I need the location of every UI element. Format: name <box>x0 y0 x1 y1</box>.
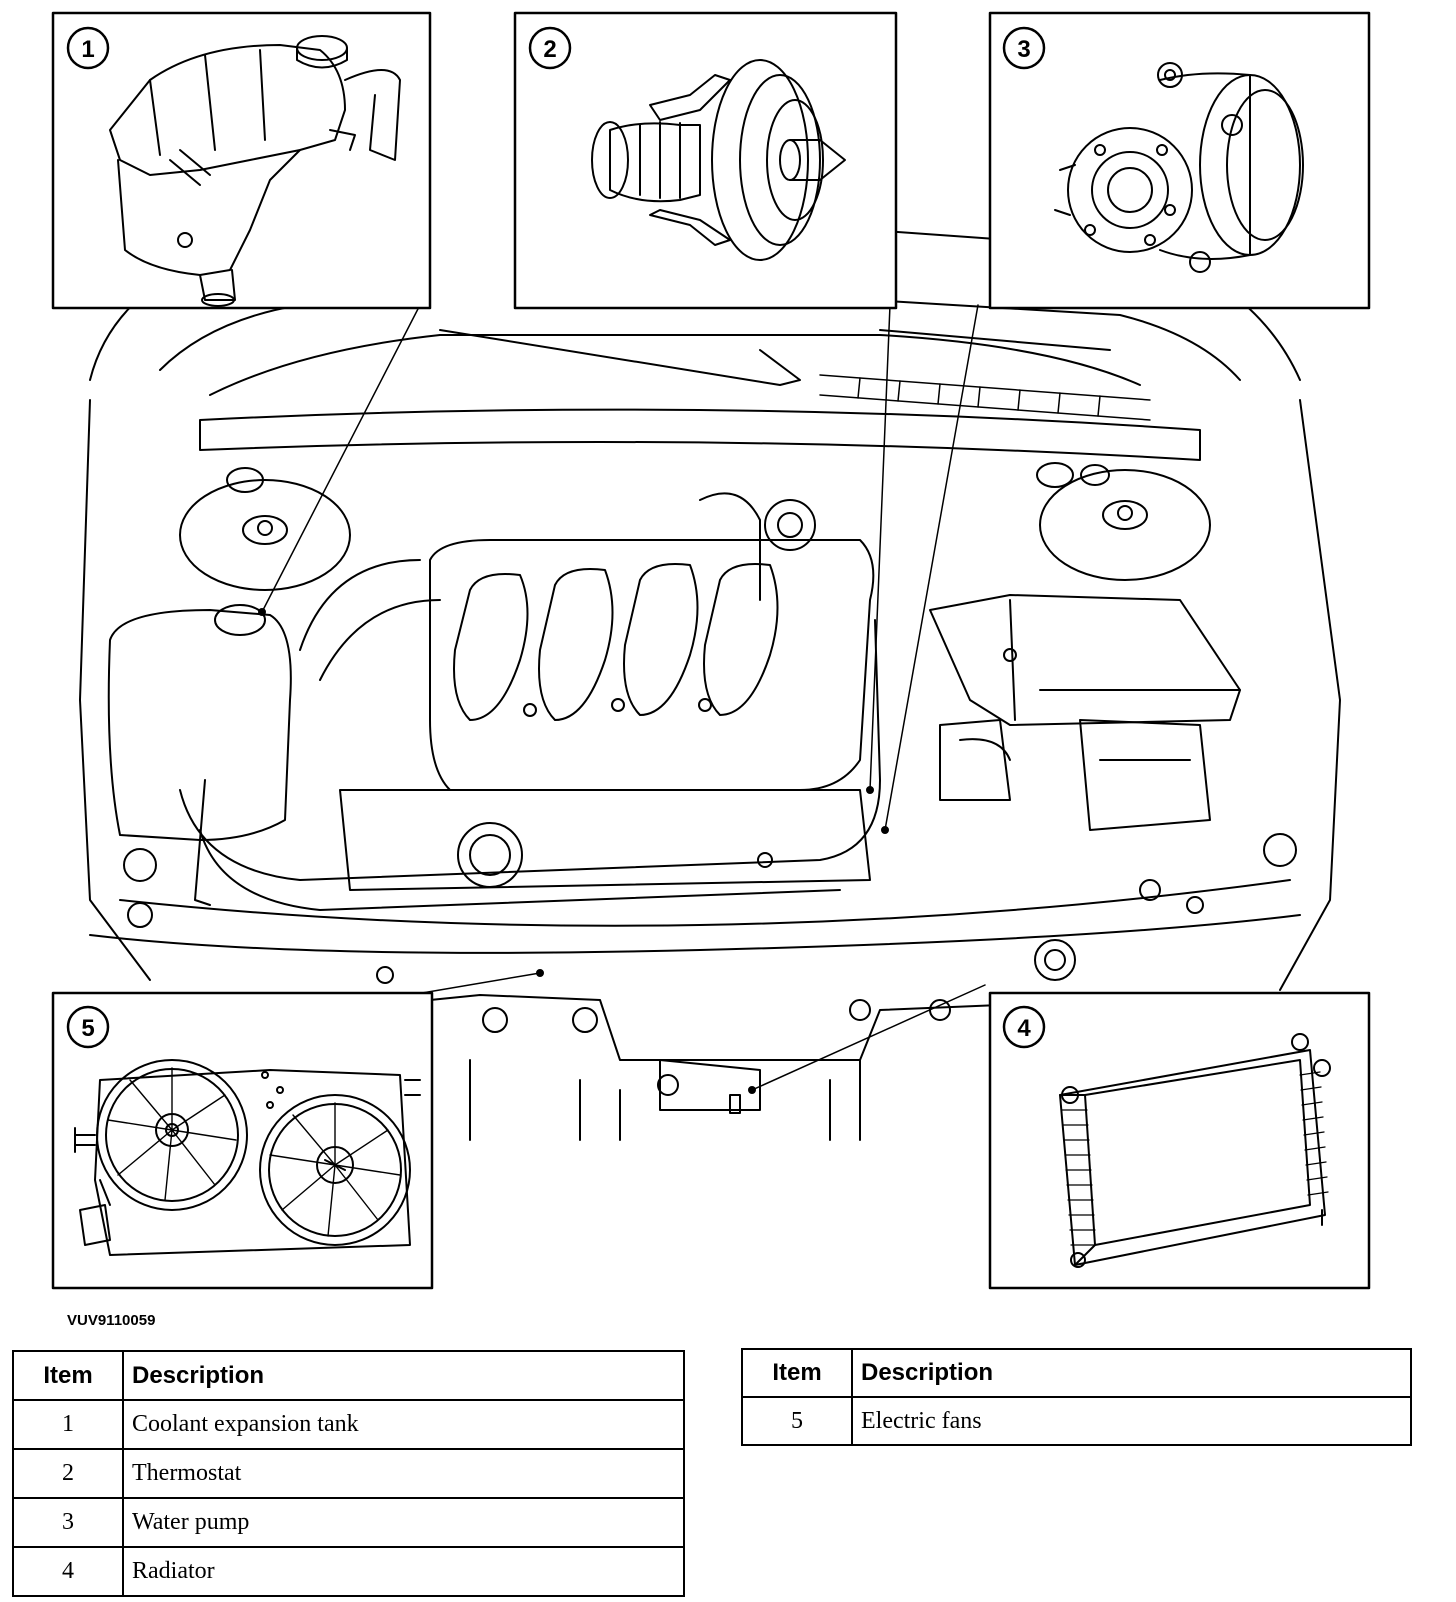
inset-radiator: 4 <box>988 991 1371 1290</box>
legend-table-left: Item Description 1 Coolant expansion tan… <box>12 1350 685 1597</box>
legend-item-description: Water pump <box>122 1497 685 1548</box>
legend-item-number: 2 <box>12 1448 124 1499</box>
water-pump-drawing <box>1054 62 1304 273</box>
callout-2-number: 2 <box>543 36 556 63</box>
legend-item-number: 5 <box>741 1396 853 1446</box>
legend-header-row: Item Description <box>741 1348 1412 1398</box>
engine-bay-illustration <box>79 229 1341 1141</box>
engine-bay-diagram: 1 2 <box>51 11 1371 1290</box>
inset-water-pump: 3 <box>988 11 1371 310</box>
legend-item-description: Radiator <box>122 1546 685 1597</box>
callout-2-badge: 2 <box>528 26 572 70</box>
legend-item-number: 1 <box>12 1399 124 1450</box>
table-row: 1 Coolant expansion tank <box>12 1399 685 1450</box>
callout-1-number: 1 <box>81 36 94 63</box>
legend-item-description: Thermostat <box>122 1448 685 1499</box>
coolant-tank-drawing <box>109 35 401 307</box>
legend-header-row: Item Description <box>12 1350 685 1401</box>
figure-reference-code: VUV9110059 <box>67 1312 156 1329</box>
legend-header-item: Item <box>741 1348 853 1398</box>
callout-5-number: 5 <box>81 1015 94 1042</box>
table-row: 3 Water pump <box>12 1497 685 1548</box>
inset-electric-fans: 5 <box>51 991 434 1290</box>
callout-4-number: 4 <box>1017 1015 1031 1042</box>
legend-header-item: Item <box>12 1350 124 1401</box>
callout-3-number: 3 <box>1017 36 1030 63</box>
callout-3-badge: 3 <box>1002 26 1046 70</box>
table-row: 2 Thermostat <box>12 1448 685 1499</box>
thermostat-drawing <box>591 59 846 261</box>
legend-header-description: Description <box>851 1348 1412 1398</box>
callout-4-badge: 4 <box>1002 1005 1046 1049</box>
legend-item-description: Electric fans <box>851 1396 1412 1446</box>
legend-item-description: Coolant expansion tank <box>122 1399 685 1450</box>
legend-table-right: Item Description 5 Electric fans <box>741 1348 1412 1446</box>
electric-fans-drawing <box>74 1059 421 1256</box>
legend-header-description: Description <box>122 1350 685 1401</box>
table-row: 4 Radiator <box>12 1546 685 1597</box>
radiator-drawing <box>1059 1033 1331 1268</box>
callout-5-badge: 5 <box>66 1005 110 1049</box>
inset-thermostat: 2 <box>513 11 898 310</box>
callout-1-badge: 1 <box>66 26 110 70</box>
inset-coolant-expansion-tank: 1 <box>51 11 432 310</box>
table-row: 5 Electric fans <box>741 1396 1412 1446</box>
legend-item-number: 4 <box>12 1546 124 1597</box>
legend-item-number: 3 <box>12 1497 124 1548</box>
